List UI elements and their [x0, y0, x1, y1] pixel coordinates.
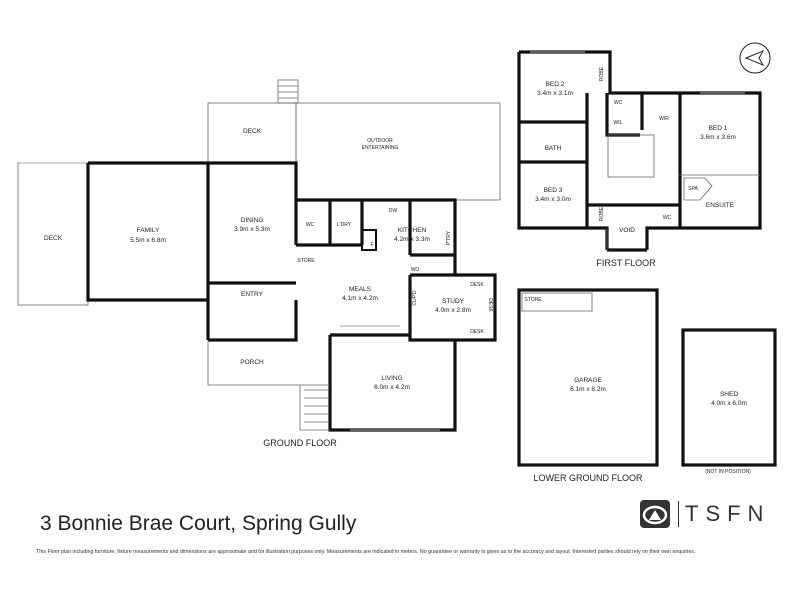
family-label: FAMILY [137, 227, 160, 234]
bed1-label: BED 1 [709, 125, 728, 132]
store-label: STORE [297, 258, 315, 264]
cupboard-label: CUP'D [412, 290, 418, 306]
first-floor-label: FIRST FLOOR [596, 258, 656, 268]
logo-divider [678, 501, 679, 527]
ensuite-wc-label: WC [663, 215, 672, 221]
desk-label-1: DESK [470, 282, 484, 288]
deck-top-label: DECK [243, 128, 262, 135]
desk-label-3: DESK [470, 329, 484, 335]
ground-floor-label: GROUND FLOOR [263, 438, 337, 448]
wil-label: WIL [614, 120, 623, 126]
property-address: 3 Bonnie Brae Court, Spring Gully [40, 512, 357, 535]
outdoor-entertaining [295, 102, 501, 201]
living-dim: 6.0m x 4.2m [374, 384, 410, 391]
dining-label: DINING [241, 217, 264, 224]
ground-floor-plan [17, 79, 501, 432]
kitchen-label: KITCHEN [398, 227, 427, 234]
wir-label: WIR [659, 116, 669, 122]
laundry-label: L'DRY [337, 222, 352, 228]
shed-dim: 4.0m x 6.0m [711, 400, 747, 407]
wc-label: WC [306, 222, 315, 228]
first-floor-plan [517, 50, 762, 252]
desk-label-2: DESK [487, 298, 493, 312]
living-label: LIVING [381, 375, 402, 382]
shed-note: (NOT IN POSITION) [705, 469, 751, 475]
deck-left-label: DECK [44, 235, 63, 242]
brand-logo-icon [640, 500, 670, 528]
stairs-top [277, 79, 299, 104]
family-dim: 5.5m x 6.8m [130, 237, 166, 244]
shed-label: SHED [720, 391, 738, 398]
lower-ground-floor-label: LOWER GROUND FLOOR [533, 473, 643, 483]
fridge-label: F [370, 242, 373, 248]
bath-label: BATH [545, 145, 562, 152]
lower-store-label: STORE [524, 297, 542, 303]
north-compass-icon [739, 42, 771, 74]
bed3-label: BED 3 [544, 187, 563, 194]
disclaimer: This Floor plan including furniture, fix… [36, 549, 696, 555]
wall-oven-label: WO [411, 267, 420, 273]
kitchen-dim: 4.2m x 3.3m [394, 236, 430, 243]
stairs-porch [304, 389, 328, 423]
robe-label-1: ROBE [599, 66, 605, 81]
meals-dim: 4.1m x 4.2m [342, 295, 378, 302]
first-wc-label: WC [614, 100, 623, 106]
bed2-dim: 3.4m x 3.1m [537, 90, 573, 97]
meals-label: MEALS [349, 286, 372, 293]
pantry-label: P'TRY [446, 230, 452, 245]
bed2-label: BED 2 [546, 81, 565, 88]
dishwasher-label: DW [389, 208, 398, 214]
brand-logo: TSFN [640, 500, 770, 528]
void-label: VOID [619, 227, 635, 234]
bed1-dim: 3.6m x 3.6m [700, 134, 736, 141]
dining-dim: 3.9m x 5.3m [234, 226, 270, 233]
lower-ground-plan [517, 288, 777, 467]
ensuite-label: ENSUITE [706, 202, 735, 209]
garage-label: GARAGE [574, 377, 602, 384]
outdoor-label-1: OUTDOOR [367, 138, 393, 144]
spa-label: SPA [688, 186, 698, 192]
bed3-dim: 3.4m x 3.0m [535, 196, 571, 203]
robe-label-2: ROBE [599, 206, 605, 221]
outdoor-label-2: ENTERTAINING [362, 145, 399, 151]
porch-label: PORCH [240, 359, 264, 366]
study-label: STUDY [442, 298, 465, 305]
deck-left [17, 162, 89, 306]
entry-label: ENTRY [241, 291, 264, 298]
study-dim: 4.0m x 2.8m [435, 307, 471, 314]
brand-name: TSFN [685, 501, 771, 526]
garage-dim: 6.1m x 8.2m [570, 386, 606, 393]
